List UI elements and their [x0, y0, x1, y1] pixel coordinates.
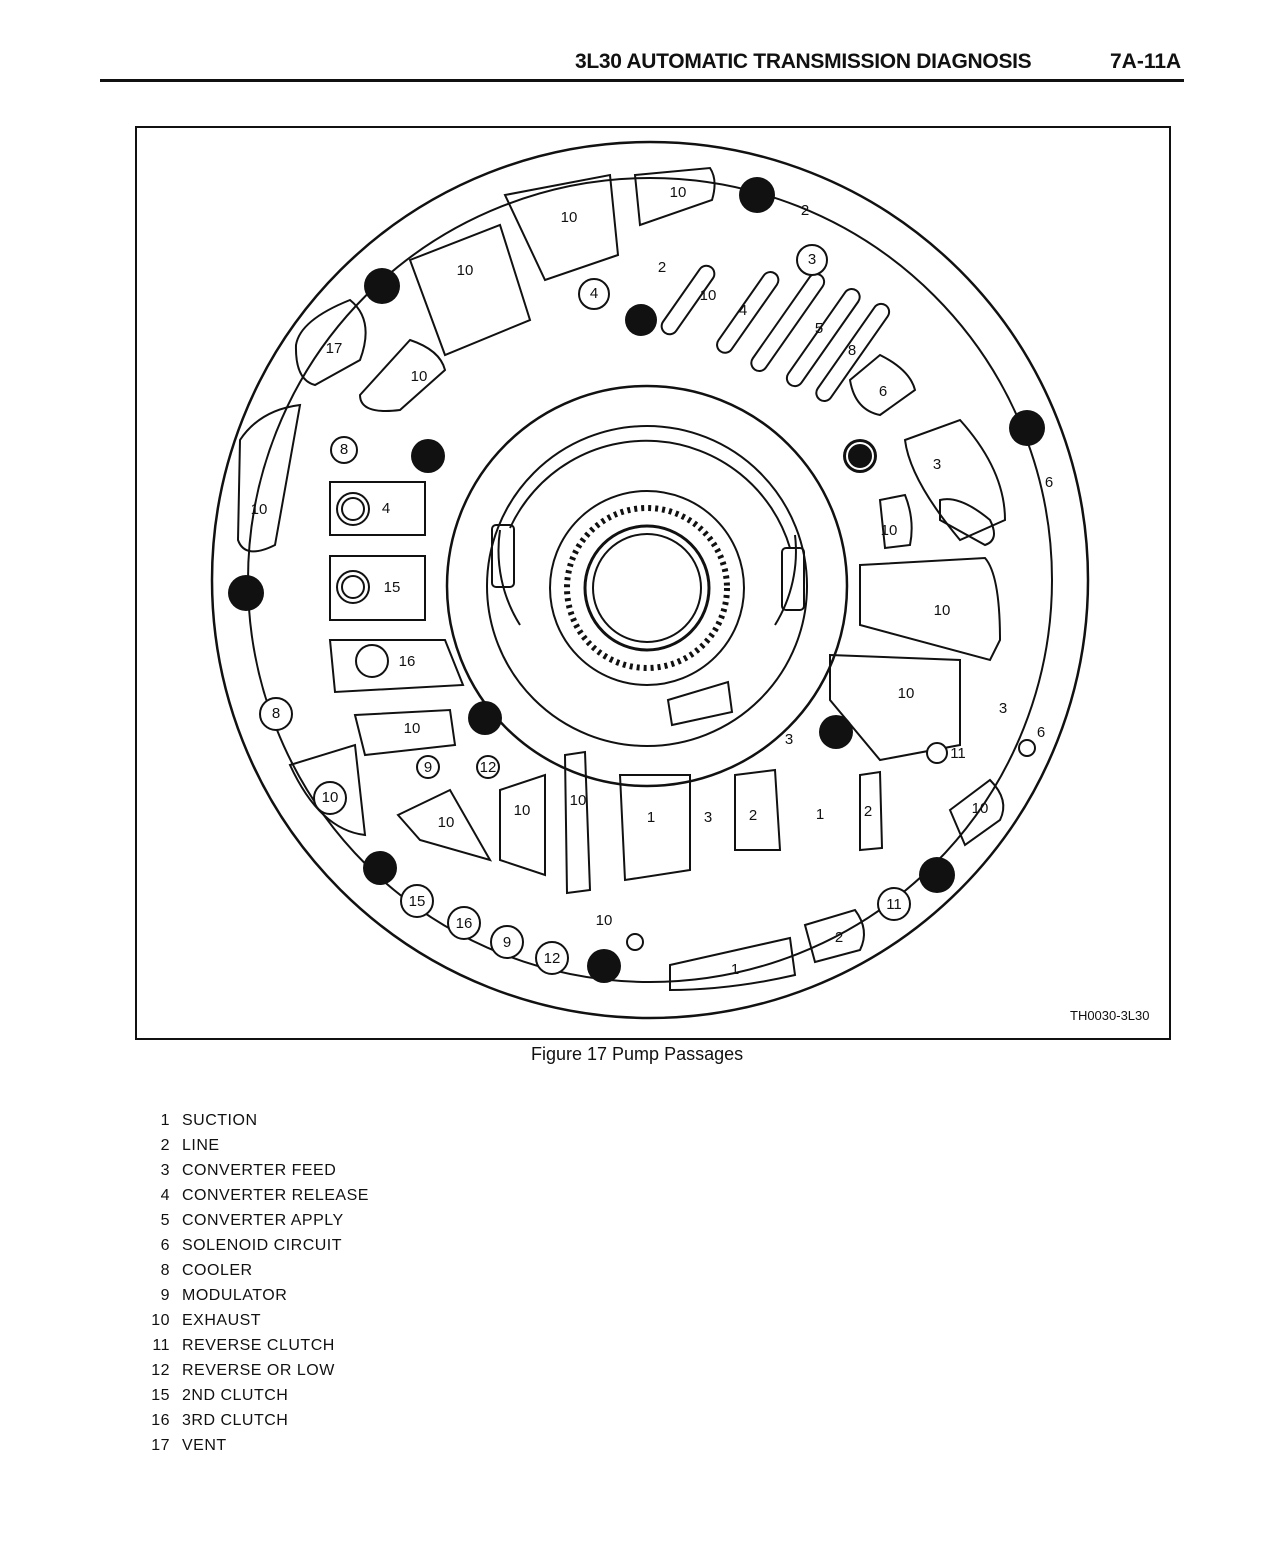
legend-row: 6 SOLENOID CIRCUIT — [150, 1237, 369, 1262]
legend-row: 1 SUCTION — [150, 1112, 369, 1137]
legend-number: 2 — [160, 1137, 170, 1154]
legend-number: 3 — [160, 1162, 170, 1179]
legend-row: 12 REVERSE OR LOW — [150, 1362, 369, 1387]
legend-label: LINE — [182, 1137, 220, 1154]
legend-number: 10 — [151, 1312, 170, 1329]
legend-number: 12 — [151, 1362, 170, 1379]
legend-label: SOLENOID CIRCUIT — [182, 1237, 343, 1254]
page-header-title: 3L30 AUTOMATIC TRANSMISSION DIAGNOSIS — [575, 50, 1032, 73]
legend-number: 17 — [151, 1437, 170, 1454]
figure-frame — [135, 126, 1171, 1040]
legend-row: 8 COOLER — [150, 1262, 369, 1287]
legend-row: 3 CONVERTER FEED — [150, 1162, 369, 1187]
legend-label: MODULATOR — [182, 1287, 288, 1304]
legend-number: 6 — [160, 1237, 170, 1254]
legend-row: 9 MODULATOR — [150, 1287, 369, 1312]
legend-row: 4 CONVERTER RELEASE — [150, 1187, 369, 1212]
legend-label: EXHAUST — [182, 1312, 262, 1329]
legend-label: VENT — [182, 1437, 227, 1454]
legend-row: 17 VENT — [150, 1437, 369, 1462]
legend-label: CONVERTER APPLY — [182, 1212, 344, 1229]
legend-label: COOLER — [182, 1262, 253, 1279]
header-rule — [100, 79, 1184, 82]
figure-id: TH0030-3L30 — [1070, 1008, 1150, 1023]
legend-number: 16 — [151, 1412, 170, 1429]
legend-row: 15 2ND CLUTCH — [150, 1387, 369, 1412]
legend-label: REVERSE OR LOW — [182, 1362, 335, 1379]
legend-number: 9 — [160, 1287, 170, 1304]
legend-number: 15 — [151, 1387, 170, 1404]
legend-label: 2ND CLUTCH — [182, 1387, 289, 1404]
legend-label: SUCTION — [182, 1112, 258, 1129]
legend-number: 1 — [160, 1112, 170, 1129]
legend-row: 11 REVERSE CLUTCH — [150, 1337, 369, 1362]
legend-number: 4 — [160, 1187, 170, 1204]
legend-label: 3RD CLUTCH — [182, 1412, 289, 1429]
legend-label: CONVERTER FEED — [182, 1162, 337, 1179]
legend-row: 5 CONVERTER APPLY — [150, 1212, 369, 1237]
legend-row: 10 EXHAUST — [150, 1312, 369, 1337]
legend-label: CONVERTER RELEASE — [182, 1187, 369, 1204]
legend-number: 5 — [160, 1212, 170, 1229]
page-number: 7A-11A — [1110, 50, 1182, 73]
figure-caption: Figure 17 Pump Passages — [531, 1044, 744, 1064]
legend-row: 2 LINE — [150, 1137, 369, 1162]
legend-label: REVERSE CLUTCH — [182, 1337, 335, 1354]
legend-number: 8 — [160, 1262, 170, 1279]
legend-row: 16 3RD CLUTCH — [150, 1412, 369, 1437]
legend-number: 11 — [152, 1337, 170, 1354]
